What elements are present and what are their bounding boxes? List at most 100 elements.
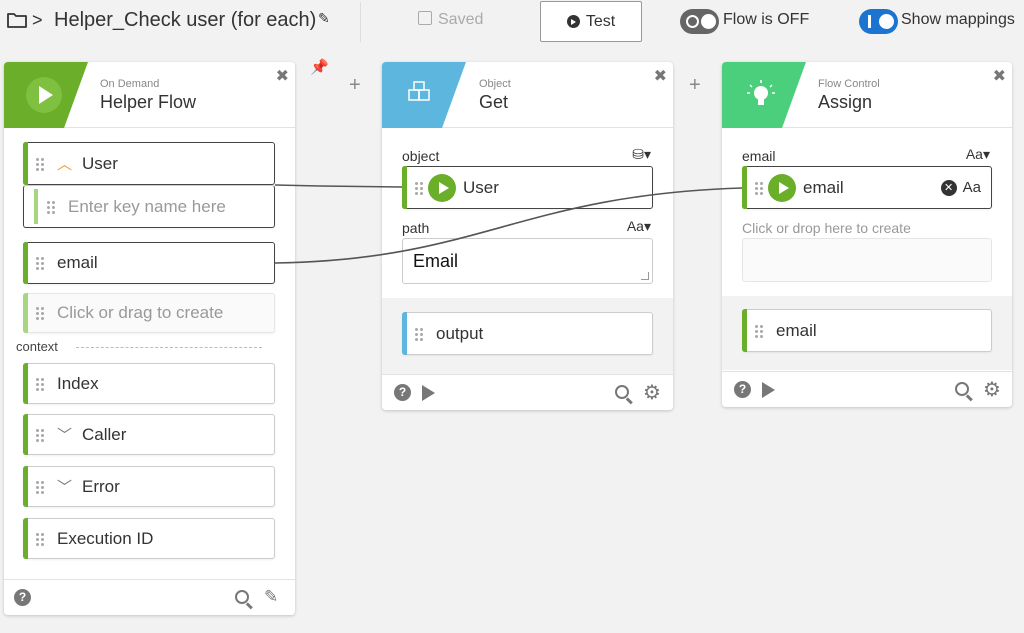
context-item-label: Index <box>57 373 99 393</box>
flow-name[interactable]: Helper_Check user (for each) <box>54 9 317 31</box>
card-footer: ? ⚙ <box>722 371 1012 407</box>
output-pill[interactable]: email <box>742 309 992 352</box>
play-icon <box>768 173 796 202</box>
card-category: On Demand <box>100 78 160 90</box>
close-icon[interactable]: ✖ <box>653 68 667 85</box>
path-value: Email <box>413 251 459 271</box>
card-footer: ? ⚙ <box>382 374 673 410</box>
clear-icon[interactable]: ✕ <box>940 179 957 196</box>
card-title: Assign <box>818 92 873 112</box>
context-item-index[interactable]: Index <box>23 363 275 404</box>
output-pill[interactable]: output <box>402 312 653 355</box>
object-field-label: object <box>402 148 440 164</box>
gear-icon[interactable]: ⚙ <box>983 379 1001 401</box>
drag-handle-icon[interactable] <box>754 180 764 195</box>
gear-icon[interactable]: ⚙ <box>643 382 661 404</box>
search-icon[interactable] <box>955 382 969 396</box>
flow-status-label: Flow is OFF <box>723 11 810 28</box>
resize-handle-icon[interactable] <box>641 272 649 280</box>
path-textarea[interactable]: Email <box>402 238 653 284</box>
close-icon[interactable]: ✖ <box>992 68 1006 85</box>
run-icon[interactable] <box>422 385 435 401</box>
test-label: Test <box>585 12 616 30</box>
email-field-label: email <box>742 148 776 164</box>
drag-handle-icon[interactable] <box>35 479 45 494</box>
context-label: context <box>16 339 58 354</box>
card-category: Flow Control <box>818 78 880 90</box>
drag-handle-icon[interactable] <box>35 156 45 171</box>
user-input-pill[interactable]: ︿ User <box>23 142 275 185</box>
card-header[interactable]: On Demand Helper Flow ✖ <box>4 62 295 128</box>
create-input-pill[interactable]: Click or drag to create <box>23 293 275 333</box>
help-icon[interactable]: ? <box>734 381 751 398</box>
input-label: User <box>82 153 118 173</box>
card-header[interactable]: Flow Control Assign ✖ <box>722 62 1012 128</box>
context-item-error[interactable]: ﹀ Error <box>23 466 275 507</box>
output-label: output <box>436 323 484 343</box>
lightbulb-icon <box>747 80 775 105</box>
card-header[interactable]: Object Get ✖ <box>382 62 673 128</box>
help-icon[interactable]: ? <box>394 384 411 401</box>
context-item-label: Execution ID <box>57 528 154 548</box>
card-band <box>4 62 88 128</box>
context-item-execution-id[interactable]: Execution ID <box>23 518 275 559</box>
context-item-label: Caller <box>82 424 127 444</box>
object-input-pill[interactable]: User <box>402 166 653 209</box>
database-type-icon[interactable]: ⛁▾ <box>632 146 651 162</box>
pencil-icon[interactable]: ✎ <box>264 587 279 606</box>
chevron-down-icon[interactable]: ﹀ <box>57 427 73 444</box>
key-placeholder: Enter key name here <box>68 196 226 216</box>
helper-flow-card: On Demand Helper Flow ✖ ︿ User Enter key… <box>4 62 295 615</box>
play-icon <box>39 86 53 104</box>
object-value: User <box>463 177 499 197</box>
drop-zone[interactable] <box>742 238 992 282</box>
mappings-toggle[interactable] <box>859 9 898 34</box>
drop-hint: Click or drop here to create <box>742 220 911 236</box>
drag-handle-icon[interactable] <box>35 306 45 320</box>
pencil-icon[interactable]: ✎ <box>318 10 330 26</box>
pin-icon[interactable]: 📌 <box>310 59 329 76</box>
context-item-label: Error <box>82 476 120 496</box>
chevron-up-icon[interactable]: ︿ <box>57 156 73 173</box>
card-band <box>382 62 466 128</box>
mappings-label: Show mappings <box>901 11 1015 28</box>
drag-handle-icon[interactable] <box>35 427 45 442</box>
cube-icon <box>408 81 430 101</box>
add-card-plus-icon[interactable]: + <box>689 74 701 96</box>
chevron-down-icon[interactable]: ﹀ <box>57 479 73 496</box>
run-icon[interactable] <box>762 382 775 398</box>
key-name-input[interactable]: Enter key name here <box>23 185 275 228</box>
saved-status: Saved <box>418 11 483 29</box>
top-bar: > Helper_Check user (for each) ✎ Saved T… <box>0 0 1024 44</box>
test-button[interactable]: Test <box>540 1 642 42</box>
search-icon[interactable] <box>235 590 249 604</box>
drag-handle-icon[interactable] <box>414 326 424 341</box>
drag-handle-icon[interactable] <box>46 199 56 214</box>
close-icon[interactable]: ✖ <box>275 68 289 85</box>
card-category: Object <box>479 78 511 90</box>
help-icon[interactable]: ? <box>14 589 31 606</box>
context-divider <box>76 347 262 348</box>
context-item-caller[interactable]: ﹀ Caller <box>23 414 275 455</box>
play-icon <box>428 173 456 202</box>
search-icon[interactable] <box>615 385 629 399</box>
email-value: email <box>803 177 844 197</box>
drag-handle-icon[interactable] <box>35 531 45 546</box>
card-title: Get <box>479 92 509 112</box>
flow-toggle[interactable] <box>680 9 719 34</box>
text-type-indicator[interactable]: Aa▾ <box>965 146 990 162</box>
saved-label: Saved <box>438 11 484 28</box>
drag-handle-icon[interactable] <box>754 323 764 338</box>
drag-handle-icon[interactable] <box>414 180 424 195</box>
add-card-plus-icon[interactable]: + <box>349 74 361 96</box>
text-type-badge: Aa <box>962 179 981 196</box>
card-footer: ? ✎ <box>4 579 295 615</box>
drag-handle-icon[interactable] <box>35 256 45 270</box>
folder-icon[interactable] <box>6 10 28 30</box>
drag-handle-icon[interactable] <box>35 376 45 391</box>
play-icon <box>566 15 580 28</box>
object-get-card: Object Get ✖ object ⛁▾ User path Aa▾ Ema… <box>382 62 673 410</box>
text-type-indicator[interactable]: Aa▾ <box>626 218 651 234</box>
email-value-pill[interactable]: email ✕ Aa <box>742 166 992 209</box>
email-input-pill[interactable]: email <box>23 242 275 284</box>
